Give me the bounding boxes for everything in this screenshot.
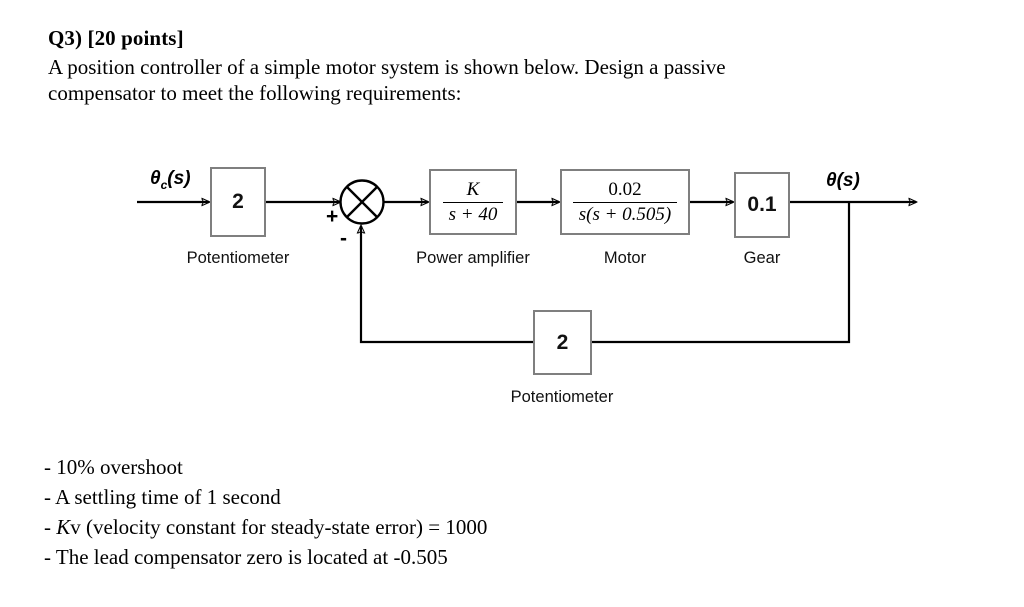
- requirement-text-2-symbol: K: [56, 515, 71, 539]
- requirement-item: - 10% overshoot: [44, 452, 974, 482]
- transfer-function-power-amplifier: K s + 40: [442, 179, 504, 225]
- caption-potentiometer-feedback: Potentiometer: [510, 388, 614, 406]
- sum-plus-sign: +: [326, 205, 339, 228]
- input-signal-label: θc(s): [150, 168, 191, 192]
- requirement-text-0: - 10% overshoot: [44, 455, 183, 479]
- transfer-function-motor: 0.02 s(s + 0.505): [572, 179, 678, 225]
- caption-power-amplifier: Power amplifier: [416, 249, 530, 267]
- power-amplifier-numerator: K: [466, 179, 480, 201]
- requirement-item: - Kv (velocity constant for steady-state…: [44, 512, 974, 542]
- input-signal-sub: c: [160, 177, 168, 192]
- motor-denominator: s(s + 0.505): [572, 201, 678, 225]
- requirement-text-1: - A settling time of 1 second: [44, 485, 281, 509]
- block-gear: 0.1: [734, 172, 790, 238]
- block-power-amplifier: K s + 40: [429, 169, 517, 235]
- block-gear-gain: 0.1: [747, 193, 777, 216]
- problem-statement: A position controller of a simple motor …: [48, 54, 978, 106]
- problem-statement-line-1: A position controller of a simple motor …: [48, 55, 726, 79]
- block-potentiometer-feedback: 2: [533, 310, 592, 375]
- requirement-text-2-rest: v (velocity constant for steady-state er…: [70, 515, 488, 539]
- caption-gear: Gear: [743, 249, 781, 267]
- requirement-item: - The lead compensator zero is located a…: [44, 542, 974, 572]
- output-signal-label: θ(s): [826, 170, 860, 191]
- power-amplifier-denominator: s + 40: [442, 201, 504, 225]
- block-motor: 0.02 s(s + 0.505): [560, 169, 690, 235]
- problem-statement-line-2: compensator to meet the following requir…: [48, 81, 462, 105]
- motor-numerator: 0.02: [608, 179, 642, 201]
- page-title: Q3) [20 points]: [48, 26, 184, 50]
- input-signal-theta: θ: [150, 168, 161, 189]
- requirement-item: - A settling time of 1 second: [44, 482, 974, 512]
- caption-potentiometer-input: Potentiometer: [186, 249, 290, 267]
- requirements-list: - 10% overshoot - A settling time of 1 s…: [44, 452, 974, 572]
- caption-motor: Motor: [603, 249, 647, 267]
- block-potentiometer-feedback-gain: 2: [556, 330, 569, 354]
- block-potentiometer-input: 2: [210, 167, 266, 237]
- input-signal-arg: (s): [167, 168, 191, 189]
- requirement-text-3: - The lead compensator zero is located a…: [44, 545, 448, 569]
- sum-minus-sign: -: [340, 227, 347, 250]
- requirement-text-2-prefix: -: [44, 515, 57, 539]
- block-potentiometer-input-gain: 2: [232, 190, 244, 213]
